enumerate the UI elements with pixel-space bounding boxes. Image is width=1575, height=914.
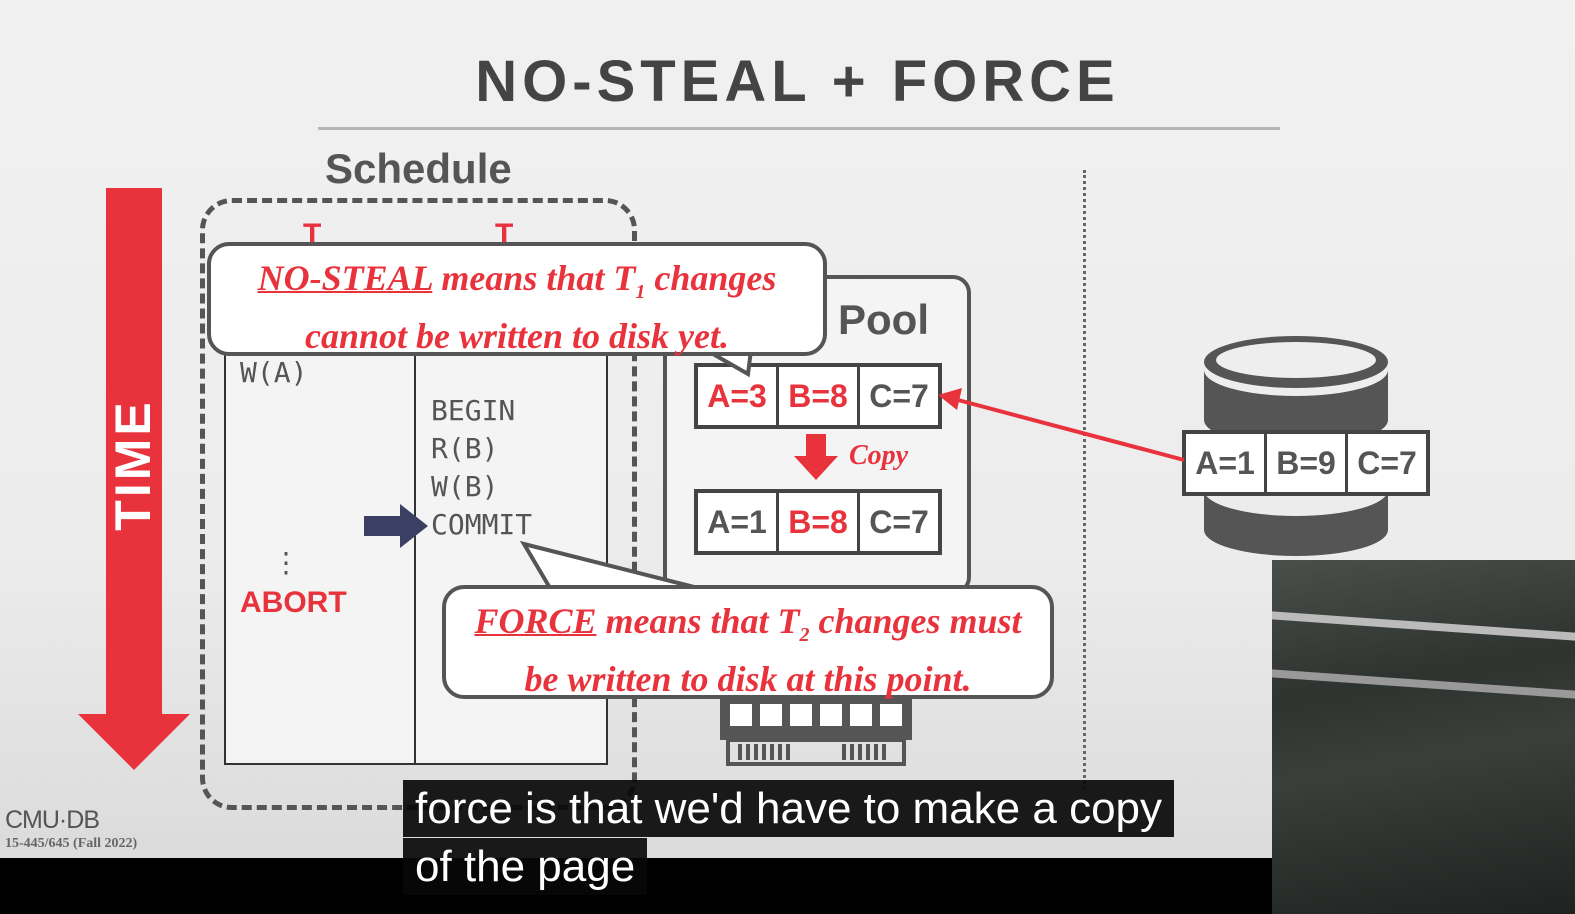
t1-op-abort: ABORT <box>240 586 347 619</box>
title-divider <box>318 127 1280 130</box>
disk-page: A=1 B=9 C=7 <box>1182 430 1430 496</box>
caption-line-1: force is that we'd have to make a copy <box>403 780 1175 837</box>
time-arrow-head <box>78 714 190 770</box>
no-steal-term: NO-STEAL <box>257 258 433 298</box>
t2-op-commit: COMMIT <box>431 508 533 541</box>
t2-op-write-b: W(B) <box>431 470 499 503</box>
page-cell-c: C=7 <box>860 493 938 551</box>
t2-op-begin: BEGIN <box>431 394 516 427</box>
buffer-page-copy: A=1 B=8 C=7 <box>694 489 942 555</box>
disk-cell-c: C=7 <box>1348 434 1426 492</box>
page-cell-b: B=8 <box>779 493 857 551</box>
force-term: FORCE <box>474 601 597 641</box>
force-callout: FORCE means that T2 changes must be writ… <box>442 585 1054 699</box>
page-cell-c: C=7 <box>860 367 938 425</box>
schedule-column-divider <box>414 340 416 765</box>
time-label: TIME <box>105 399 161 531</box>
buffer-page-original: A=3 B=8 C=7 <box>694 363 942 429</box>
current-step-arrow-icon <box>364 504 428 548</box>
caption-line-2: of the page <box>403 838 648 895</box>
course-label: 15-445/645 (Fall 2022) <box>5 836 138 851</box>
memory-disk-divider <box>1083 170 1086 790</box>
no-steal-callout: NO-STEAL means that T1 changes cannot be… <box>207 242 827 356</box>
page-cell-a: A=3 <box>698 367 776 425</box>
copy-down-arrow-icon <box>794 434 838 480</box>
page-cell-a: A=1 <box>698 493 776 551</box>
t1-op-write-a: W(A) <box>240 356 308 389</box>
buffer-pool-label: Pool <box>838 296 929 343</box>
t2-op-read-b: R(B) <box>431 432 499 465</box>
disk-cell-b: B=9 <box>1267 434 1345 492</box>
page-cell-b: B=8 <box>779 367 857 425</box>
slide-title: NO-STEAL + FORCE <box>475 49 1120 114</box>
cmu-db-logo: CMU·DB <box>5 806 100 834</box>
disk-to-buffer-arrow-icon <box>938 388 1185 462</box>
copy-label: Copy <box>849 440 909 471</box>
disk-database-icon <box>1204 336 1388 556</box>
memory-chip-icon <box>720 698 912 766</box>
schedule-label: Schedule <box>325 145 512 192</box>
t1-op-ellipsis: ⋮ <box>272 546 300 579</box>
time-arrow-shaft <box>106 188 162 718</box>
disk-cell-a: A=1 <box>1186 434 1264 492</box>
lecture-webcam-overlay <box>1272 560 1575 914</box>
